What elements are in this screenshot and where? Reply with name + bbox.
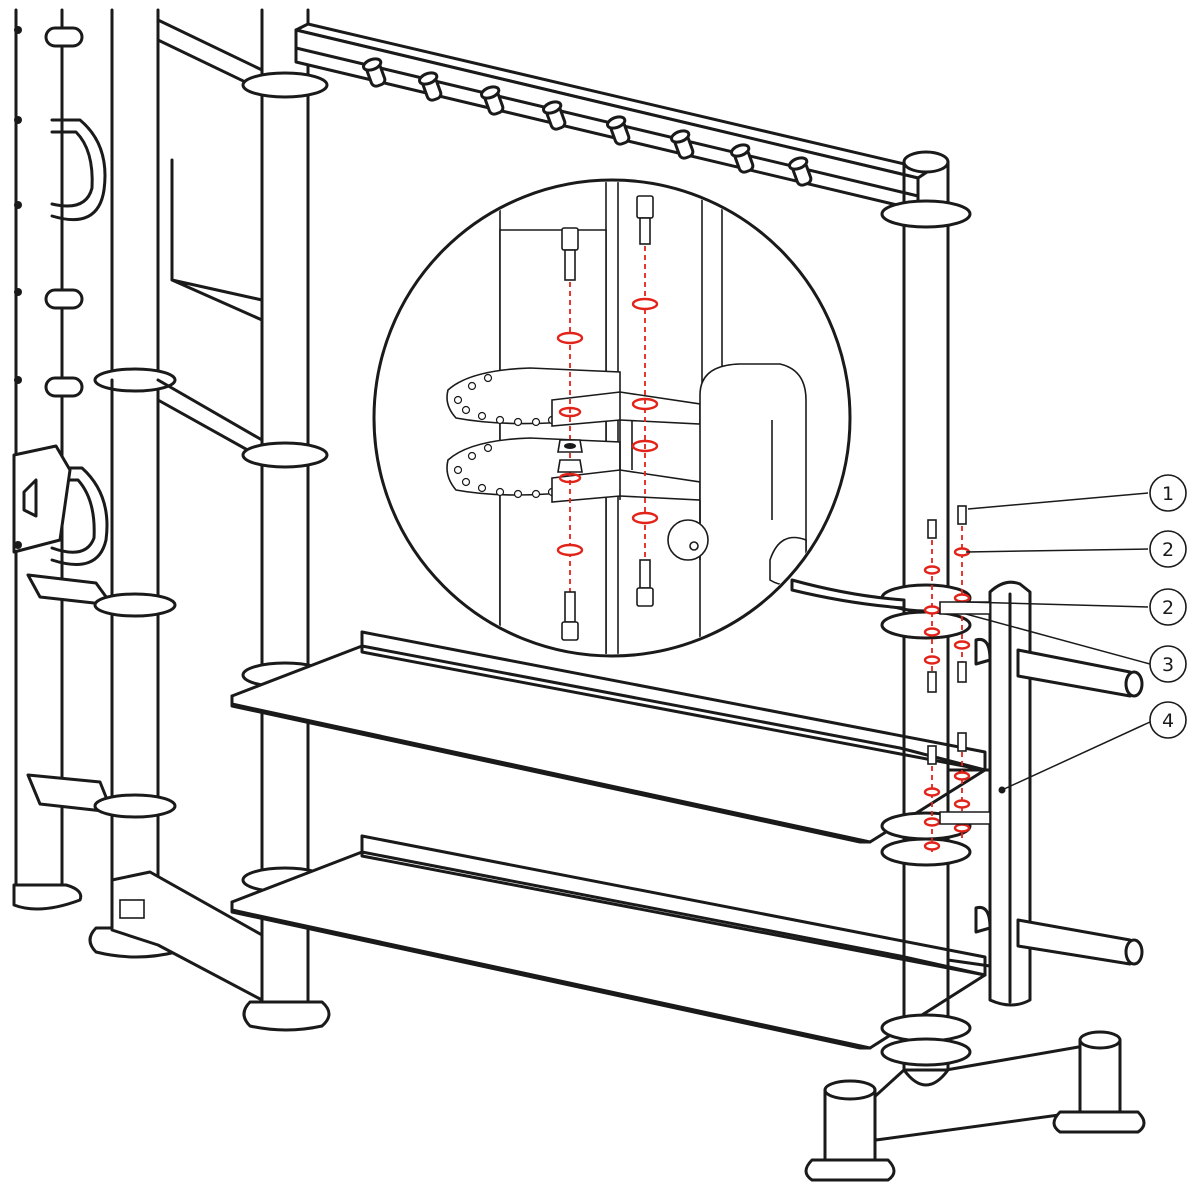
detail-nuts xyxy=(557,439,583,473)
callout-1: 1 xyxy=(1149,474,1187,512)
u-handle-upper xyxy=(50,118,107,222)
shelf-upper xyxy=(230,630,987,844)
detail-plate-post xyxy=(699,363,807,654)
weight-horn-upper xyxy=(1016,648,1139,698)
detail-view xyxy=(372,178,906,658)
callout-3: 3 xyxy=(1149,645,1187,683)
collar-plate xyxy=(880,199,972,229)
detail-bolt-bottom-right xyxy=(636,559,654,607)
svg-text:4: 4 xyxy=(1162,710,1174,732)
hardware-lower-bracket xyxy=(923,732,991,852)
base-beam-left xyxy=(110,870,264,1002)
upright-post-right xyxy=(880,150,972,1077)
collar-plate xyxy=(93,367,177,393)
ladder-pegs xyxy=(44,26,84,398)
callouts: 1 2 2 3 4 xyxy=(965,474,1187,794)
detail-bolt-bottom-left xyxy=(561,591,579,641)
hardware-upper-bracket xyxy=(923,505,991,693)
upright-post-left xyxy=(88,8,185,959)
svg-text:2: 2 xyxy=(1162,597,1174,619)
svg-text:2: 2 xyxy=(1162,539,1174,561)
shelf-lower xyxy=(230,834,987,1050)
upright-post-center xyxy=(241,8,331,1032)
callout-2-lower: 2 xyxy=(1149,588,1187,626)
adjacent-frame-left xyxy=(12,8,114,911)
svg-text:1: 1 xyxy=(1162,483,1174,505)
detail-connector xyxy=(790,578,906,610)
detail-bolt-top-left xyxy=(561,227,579,281)
callout-2-upper: 2 xyxy=(1149,530,1187,568)
svg-text:3: 3 xyxy=(1162,654,1174,676)
side-bracket xyxy=(12,444,72,554)
plate-holder-post xyxy=(946,580,1144,1007)
base-foot-right xyxy=(804,1030,1146,1182)
detail-washers xyxy=(556,297,659,557)
u-handle-lower xyxy=(50,466,109,566)
weight-horn-lower xyxy=(1016,918,1139,966)
callout-4: 4 xyxy=(1149,701,1187,739)
bolt-dots xyxy=(14,26,22,549)
top-beam-pegs xyxy=(362,57,813,187)
detail-bolt-top-right xyxy=(636,195,654,245)
upper-brace xyxy=(156,18,264,460)
